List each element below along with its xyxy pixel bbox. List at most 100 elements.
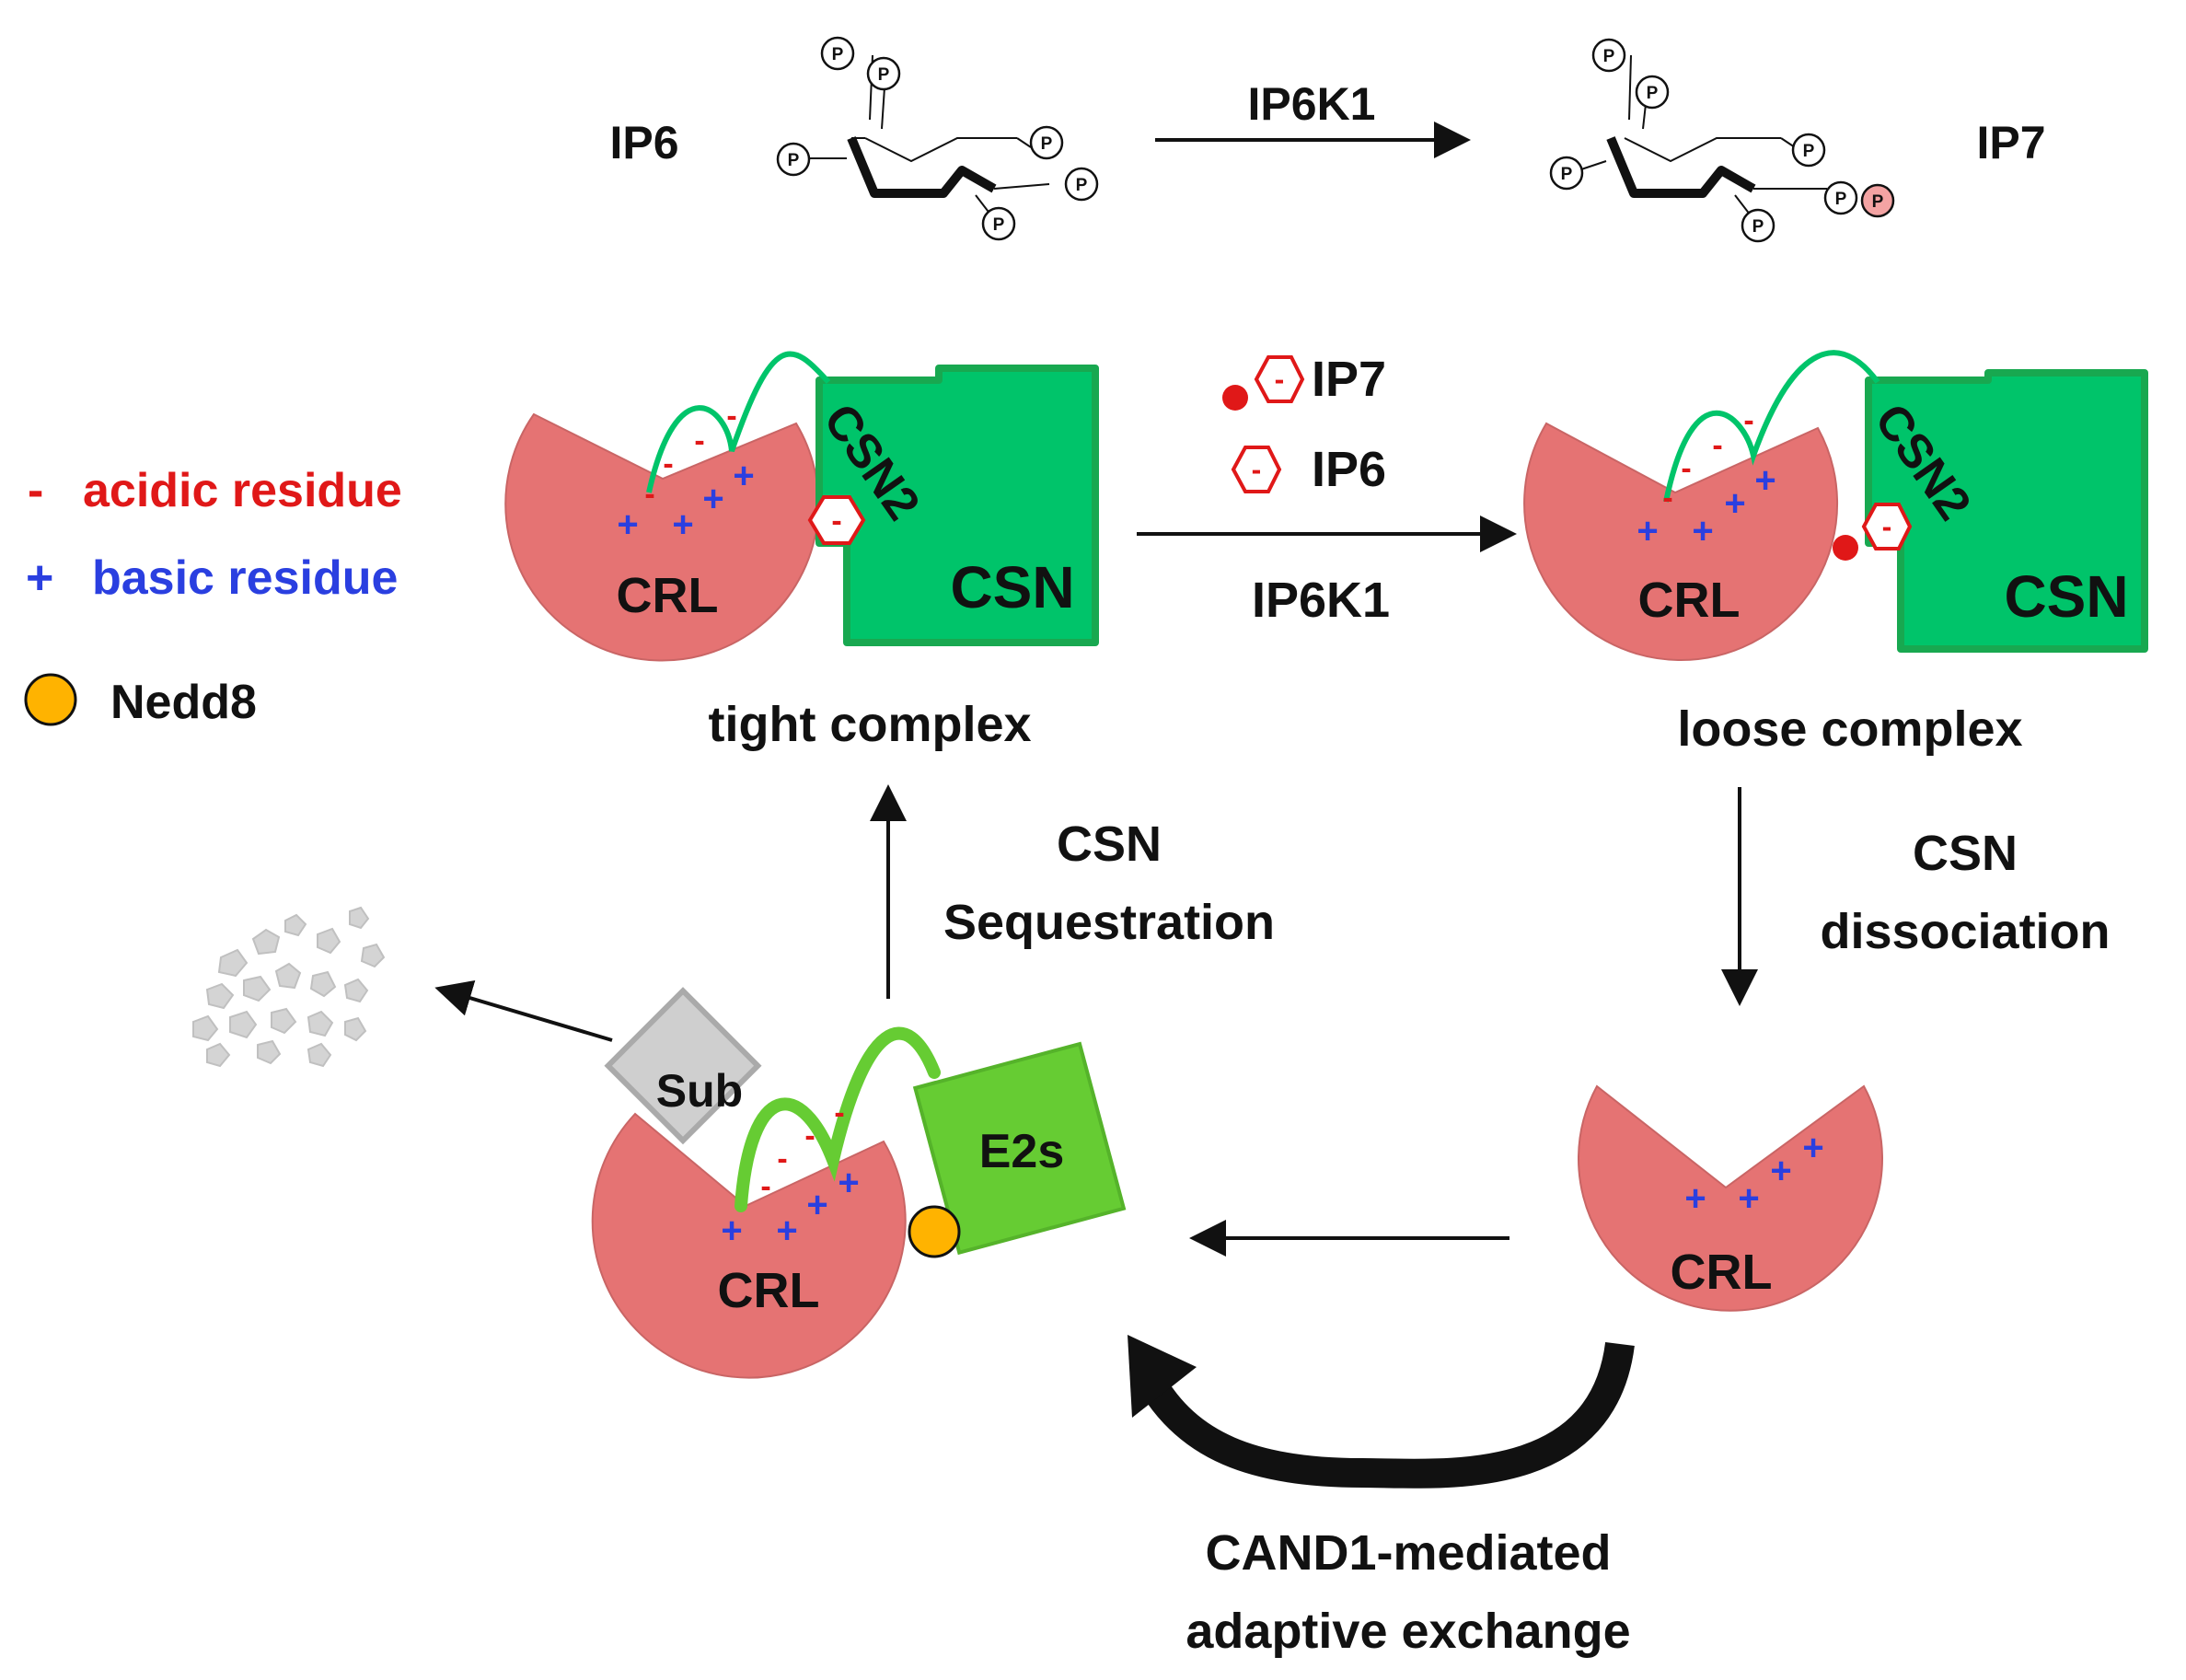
ip6-molecule: P P P P P P [776,36,1099,241]
crl-pacman [1523,422,1839,661]
crl-label: CRL [718,1263,820,1318]
degradation-arrow [434,979,613,1042]
e2s-box [912,1041,1127,1256]
svg-text:-: - [804,1118,815,1153]
mid-ip6-label: IP6 [1312,442,1386,497]
svg-text:P: P [1872,192,1884,212]
extra-phosphate [1860,183,1895,218]
sequestration-label-line1: CSN [1057,817,1162,872]
csn-label: CSN [950,554,1074,620]
svg-text:P: P [878,65,890,85]
substrate-box [604,987,762,1145]
legend: - acidic residue + basic residue Nedd8 [24,464,402,729]
svg-text:-: - [834,1095,844,1130]
svg-text:P: P [832,45,844,64]
charge-marks: + + + + [1684,1128,1823,1219]
svg-text:+: + [1802,1128,1823,1168]
tight-complex-label: tight complex [708,697,1031,752]
active-crl: Sub E2s CRL - - - - + + + + [591,987,1127,1379]
e2-loop [734,1026,941,1212]
top-enzyme-label: IP6K1 [1248,78,1376,130]
ip6-label: IP6 [609,117,678,168]
svg-text:-: - [1252,453,1262,486]
mid-enzyme-label: IP6K1 [1252,573,1390,628]
svg-text:P: P [1647,84,1659,103]
svg-text:+: + [617,504,638,545]
svg-text:-: - [831,504,841,539]
tight-complex: CRL CSN CSN2 - - - - - + + + + tight com… [504,351,1099,752]
svg-text:P: P [1561,165,1573,184]
svg-text:P: P [1803,142,1815,161]
svg-text:P: P [993,215,1005,235]
svg-text:+: + [1684,1178,1706,1219]
crl-label: CRL [1671,1245,1773,1300]
ip6-phosphate-group: P P P P P P [776,36,1099,241]
svg-text:+: + [1724,483,1745,524]
csn-label: CSN [2004,563,2128,630]
svg-text:-: - [644,477,654,512]
svg-text:+: + [1738,1178,1759,1219]
ip7-ip6-exchange: - IP7 - IP6 IP6K1 [1137,352,1517,628]
svg-text:-: - [726,399,736,434]
ip6-hexagon-icon [807,495,866,545]
svg-text:+: + [733,456,754,496]
svg-text:P: P [1041,134,1053,154]
svg-text:-: - [760,1169,770,1204]
svg-text:+: + [1754,460,1775,501]
svg-text:-: - [777,1141,787,1176]
loose-complex-label: loose complex [1677,701,2022,757]
ip7-hexagon-icon [1254,355,1305,403]
ip7-phosphate-group: P P P P P P P [1549,38,1895,243]
csn-loop [646,351,831,493]
svg-text:-: - [1275,363,1285,396]
legend-acidic-symbol: - [28,464,43,517]
cand1-exchange-arrow [1138,1341,1635,1489]
svg-text:P: P [1603,47,1615,66]
legend-basic-text: basic residue [92,551,398,605]
degraded-fragments-icon [192,906,386,1068]
svg-text:-: - [694,423,704,458]
csn-loop [1663,350,1880,503]
ip7-pyrophosphate-dot [1222,385,1248,411]
svg-text:-: - [1662,481,1672,516]
svg-text:+: + [1692,511,1713,551]
legend-acidic-text: acidic residue [83,464,402,517]
ip7-molecule: P P P P P P P [1549,38,1895,243]
svg-text:+: + [702,479,723,519]
ip7-label: IP7 [1976,117,2045,168]
exchange-label-line1: CAND1-mediated [1205,1525,1611,1581]
legend-nedd8-text: Nedd8 [110,676,257,729]
mid-ip7-label: IP7 [1312,352,1386,407]
free-crl: CRL + + + + [1578,1084,1883,1312]
svg-text:-: - [1681,451,1691,486]
nedd8-icon [908,1205,961,1258]
exchange-label-line2: adaptive exchange [1186,1604,1630,1659]
svg-text:P: P [788,151,800,170]
svg-text:+: + [721,1211,742,1251]
dissociation-label-line2: dissociation [1820,904,2110,959]
crl-label: CRL [1638,573,1741,628]
legend-basic-symbol: + [26,551,53,605]
cand1-arrowhead [1128,1335,1197,1418]
ip6-hexagon-icon [1231,446,1282,493]
svg-text:-: - [1743,403,1753,438]
svg-text:-: - [663,446,673,481]
charge-marks: - - - - + + + + [721,1095,859,1251]
charge-marks: - - - - + + + + [617,399,754,545]
loose-complex: CRL CSN CSN2 - - - - - + + + + loose com… [1523,350,2148,757]
crl-pacman [591,1112,907,1379]
crl-label: CRL [617,568,719,623]
nedd8-icon [24,673,77,726]
svg-text:+: + [672,504,693,545]
svg-text:P: P [1835,190,1847,209]
svg-text:P: P [1752,217,1764,237]
svg-text:+: + [1637,511,1658,551]
svg-text:-: - [1882,510,1892,543]
svg-text:+: + [1770,1151,1791,1191]
charge-marks: - - - - + + + + [1637,403,1775,551]
crl-pacman [1578,1084,1883,1312]
e2s-label: E2s [979,1125,1065,1178]
substrate-label: Sub [656,1065,743,1117]
